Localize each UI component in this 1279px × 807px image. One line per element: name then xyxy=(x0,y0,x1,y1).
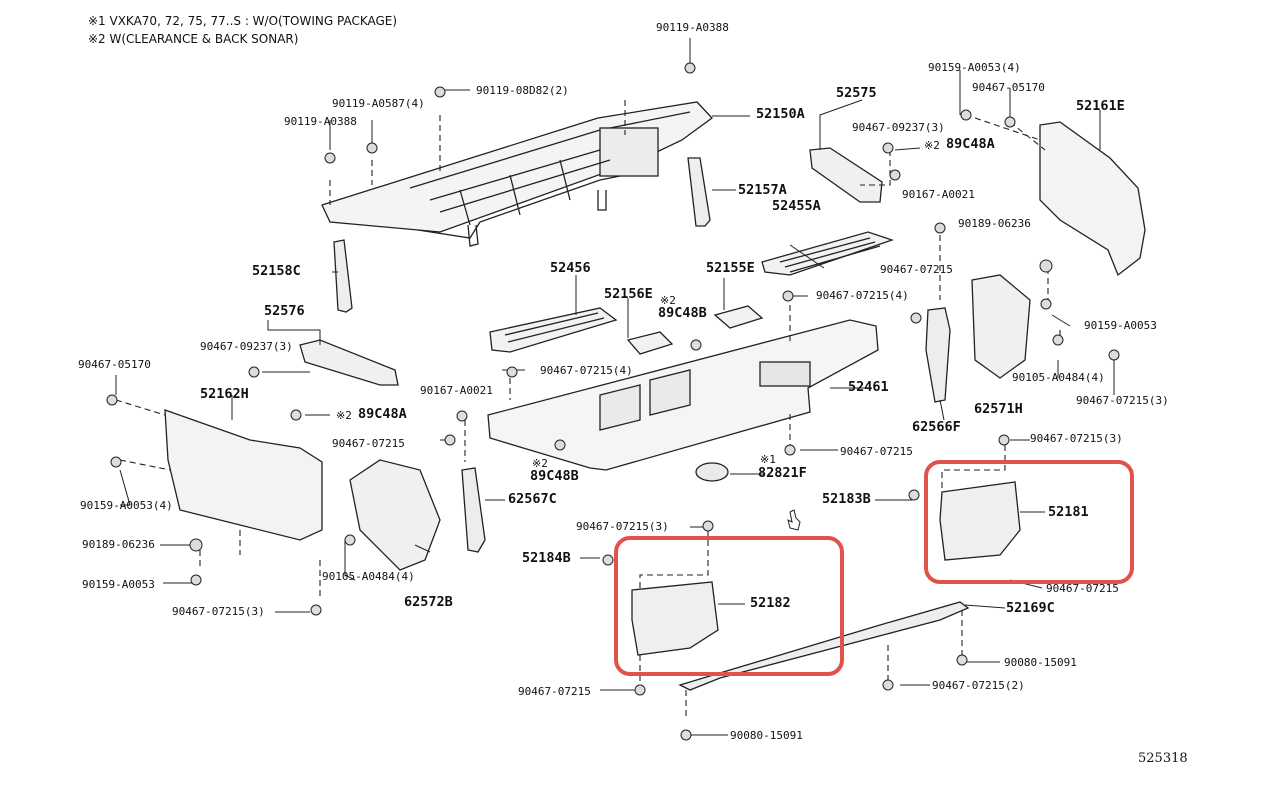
part-52156e-pad xyxy=(626,331,674,355)
part-52576-bracket xyxy=(299,339,399,386)
label-90080-15091-bottom[interactable]: 90080-15091 xyxy=(730,729,803,742)
label-52183b[interactable]: 52183B xyxy=(822,491,871,507)
label-89c48b[interactable]: 89C48B xyxy=(658,305,707,321)
label-89c48a-right-mark: ※2 xyxy=(924,139,940,152)
label-90467-07215-4-left[interactable]: 90467-07215(4) xyxy=(540,364,633,377)
label-52461[interactable]: 52461 xyxy=(848,379,889,395)
diagram-number: 525318 xyxy=(1138,751,1188,766)
part-52161e-panel xyxy=(1039,121,1146,277)
label-62572b[interactable]: 62572B xyxy=(404,594,453,610)
label-90467-07215-4-mid[interactable]: 90467-07215(4) xyxy=(816,289,909,302)
part-82821f-cap xyxy=(695,462,729,482)
label-90467-07215-left[interactable]: 90467-07215 xyxy=(332,437,405,450)
fasteners xyxy=(106,62,1120,741)
label-62571h[interactable]: 62571H xyxy=(974,401,1023,417)
label-90159-a0053-4-left[interactable]: 90159-A0053(4) xyxy=(80,499,173,512)
label-89c48a-left[interactable]: 89C48A xyxy=(358,406,407,422)
label-90167-a0021-right[interactable]: 90167-A0021 xyxy=(902,188,975,201)
label-52456[interactable]: 52456 xyxy=(550,260,591,276)
label-90467-09237-right[interactable]: 90467-09237(3) xyxy=(852,121,945,134)
label-90105-a0484-right[interactable]: 90105-A0484(4) xyxy=(1012,371,1105,384)
label-52455a[interactable]: 52455A xyxy=(772,198,821,214)
label-90467-07215-right[interactable]: 90467-07215 xyxy=(880,263,953,276)
label-90467-07215-bottom-right[interactable]: 90467-07215 xyxy=(1046,582,1119,595)
part-52169c-step xyxy=(678,601,970,691)
highlight-box-52181 xyxy=(924,460,1134,584)
label-90467-05170-right[interactable]: 90467-05170 xyxy=(972,81,1045,94)
label-52157a[interactable]: 52157A xyxy=(738,182,787,198)
label-52156e[interactable]: 52156E xyxy=(604,286,653,302)
label-62566f[interactable]: 62566F xyxy=(912,419,961,435)
label-90467-09237-left[interactable]: 90467-09237(3) xyxy=(200,340,293,353)
part-52181-cover xyxy=(939,481,1021,561)
label-52182[interactable]: 52182 xyxy=(750,595,791,611)
assembly-lines xyxy=(115,100,1061,720)
label-52161e[interactable]: 52161E xyxy=(1076,98,1125,114)
note-1: ※1 VXKA70, 72, 75, 77..S : W/O(TOWING PA… xyxy=(88,14,398,28)
part-52150a-beam xyxy=(321,101,713,247)
label-90159-a0053-left[interactable]: 90159-A0053 xyxy=(82,578,155,591)
part-52157a-bracket xyxy=(687,157,711,227)
label-90467-07215-2[interactable]: 90467-07215(2) xyxy=(932,679,1025,692)
label-89c48b-left[interactable]: 89C48B xyxy=(530,468,579,484)
label-90119-a0388[interactable]: 90119-A0388 xyxy=(656,21,729,34)
label-90467-07215-center[interactable]: 90467-07215 xyxy=(840,445,913,458)
label-52181[interactable]: 52181 xyxy=(1048,504,1089,520)
label-89c48a-right[interactable]: 89C48A xyxy=(946,136,995,152)
label-89c48a-left-mark: ※2 xyxy=(336,409,352,422)
label-90119-a0587[interactable]: 90119-A0587(4) xyxy=(332,97,425,110)
label-90467-07215-3-bottom-left[interactable]: 90467-07215(3) xyxy=(172,605,265,618)
label-90119-a0388-left[interactable]: 90119-A0388 xyxy=(284,115,357,128)
label-90467-07215-bottom[interactable]: 90467-07215 xyxy=(518,685,591,698)
label-89c48b-left-mark: ※2 xyxy=(532,457,548,470)
label-90119-08d82[interactable]: 90119-08D82(2) xyxy=(476,84,569,97)
label-90159-a0053-4-top[interactable]: 90159-A0053(4) xyxy=(928,61,1021,74)
hand-cursor-icon xyxy=(787,509,801,531)
label-90467-07215-3-right[interactable]: 90467-07215(3) xyxy=(1076,394,1169,407)
part-62566f-plate xyxy=(925,307,951,403)
note-2: ※2 W(CLEARANCE & BACK SONAR) xyxy=(88,32,299,46)
highlight-box-52182 xyxy=(614,536,844,676)
label-52575[interactable]: 52575 xyxy=(836,85,877,101)
label-52155e[interactable]: 52155E xyxy=(706,260,755,276)
label-52184b[interactable]: 52184B xyxy=(522,550,571,566)
part-62571h-bracket xyxy=(971,274,1031,379)
label-52158c[interactable]: 52158C xyxy=(252,263,301,279)
label-90080-15091-right[interactable]: 90080-15091 xyxy=(1004,656,1077,669)
label-90467-07215-3-center[interactable]: 90467-07215(3) xyxy=(576,520,669,533)
part-52455a-pad xyxy=(761,231,895,276)
label-52169c[interactable]: 52169C xyxy=(1006,600,1055,616)
part-52155e-pad xyxy=(713,305,764,329)
label-90189-06236-right[interactable]: 90189-06236 xyxy=(958,217,1031,230)
label-89c48b-mark: ※2 xyxy=(660,294,676,307)
label-90467-07215-3-right2[interactable]: 90467-07215(3) xyxy=(1030,432,1123,445)
part-52162h-panel xyxy=(164,409,323,541)
part-52158c-bracket xyxy=(333,239,353,313)
part-52575-bracket xyxy=(809,147,883,203)
label-90189-06236-left[interactable]: 90189-06236 xyxy=(82,538,155,551)
part-62567c-plate xyxy=(461,467,486,553)
label-52162h[interactable]: 52162H xyxy=(200,386,249,402)
label-82821f[interactable]: 82821F xyxy=(758,465,807,481)
label-62567c[interactable]: 62567C xyxy=(508,491,557,507)
part-52456-pad xyxy=(489,307,618,353)
part-62572b-bracket xyxy=(349,459,441,571)
label-52576[interactable]: 52576 xyxy=(264,303,305,319)
label-90105-a0484-left[interactable]: 90105-A0484(4) xyxy=(322,570,415,583)
label-52150a[interactable]: 52150A xyxy=(756,106,805,122)
label-82821f-mark: ※1 xyxy=(760,453,776,466)
label-90167-a0021-left[interactable]: 90167-A0021 xyxy=(420,384,493,397)
label-90159-a0053-right[interactable]: 90159-A0053 xyxy=(1084,319,1157,332)
part-52182-cover xyxy=(631,581,719,656)
label-90467-05170-left[interactable]: 90467-05170 xyxy=(78,358,151,371)
